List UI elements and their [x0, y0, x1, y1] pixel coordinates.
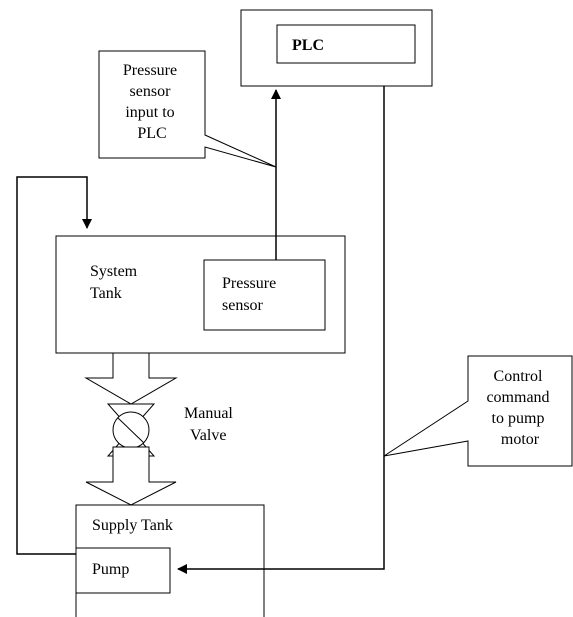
sensor-callout: Pressure sensor input to PLC — [98, 50, 277, 168]
sensor-callout-shape — [98, 50, 277, 168]
inflow-arrow — [85, 446, 177, 506]
system-tank-line-2: Tank — [90, 285, 122, 302]
pump-label: Pump — [92, 561, 129, 578]
sensor-callout-line-3: input to — [125, 104, 174, 121]
manual-valve-label: Manual Valve — [184, 405, 237, 444]
manual-valve-line-1: Manual — [184, 405, 233, 422]
sensor-callout-text: Pressure sensor input to PLC — [123, 62, 181, 142]
system-tank: System Tank Pressure sensor — [55, 235, 346, 354]
control-callout-line-2: command — [486, 389, 549, 406]
plc-label: PLC — [292, 37, 324, 54]
plc-inner-box — [276, 24, 416, 64]
supply-tank-label: Supply Tank — [92, 517, 173, 534]
manual-valve-line-2: Valve — [190, 427, 226, 444]
control-callout-line-3: to pump — [492, 410, 545, 427]
return-line-arrow — [16, 176, 92, 555]
system-tank-line-1: System — [90, 263, 138, 280]
pressure-sensor-line-2: sensor — [222, 297, 264, 314]
pump-box — [75, 547, 171, 594]
sensor-callout-line-2: sensor — [130, 83, 172, 100]
system-tank-box — [55, 235, 346, 354]
valve-stem — [117, 417, 145, 444]
sensor-callout-line-1: Pressure — [123, 62, 177, 79]
flow-pipe — [84, 352, 178, 506]
plc-outer-box — [240, 9, 433, 87]
pressure-sensor-line-1: Pressure — [222, 275, 276, 292]
pressure-sensor-box — [203, 259, 326, 331]
pressure-sensor-label: Pressure sensor — [222, 275, 280, 314]
outflow-arrow — [84, 352, 178, 405]
control-callout-shape — [383, 355, 573, 467]
control-command-arrow — [177, 86, 385, 574]
control-callout-text: Control command to pump motor — [486, 368, 553, 448]
control-callout-line-1: Control — [494, 368, 543, 385]
control-callout: Control command to pump motor — [383, 355, 573, 467]
control-callout-line-4: motor — [501, 431, 540, 448]
plc-block: PLC — [240, 9, 433, 87]
system-tank-label: System Tank — [90, 263, 141, 302]
supply-tank: Supply Tank Pump — [75, 504, 265, 617]
sensor-callout-line-4: PLC — [137, 125, 166, 142]
